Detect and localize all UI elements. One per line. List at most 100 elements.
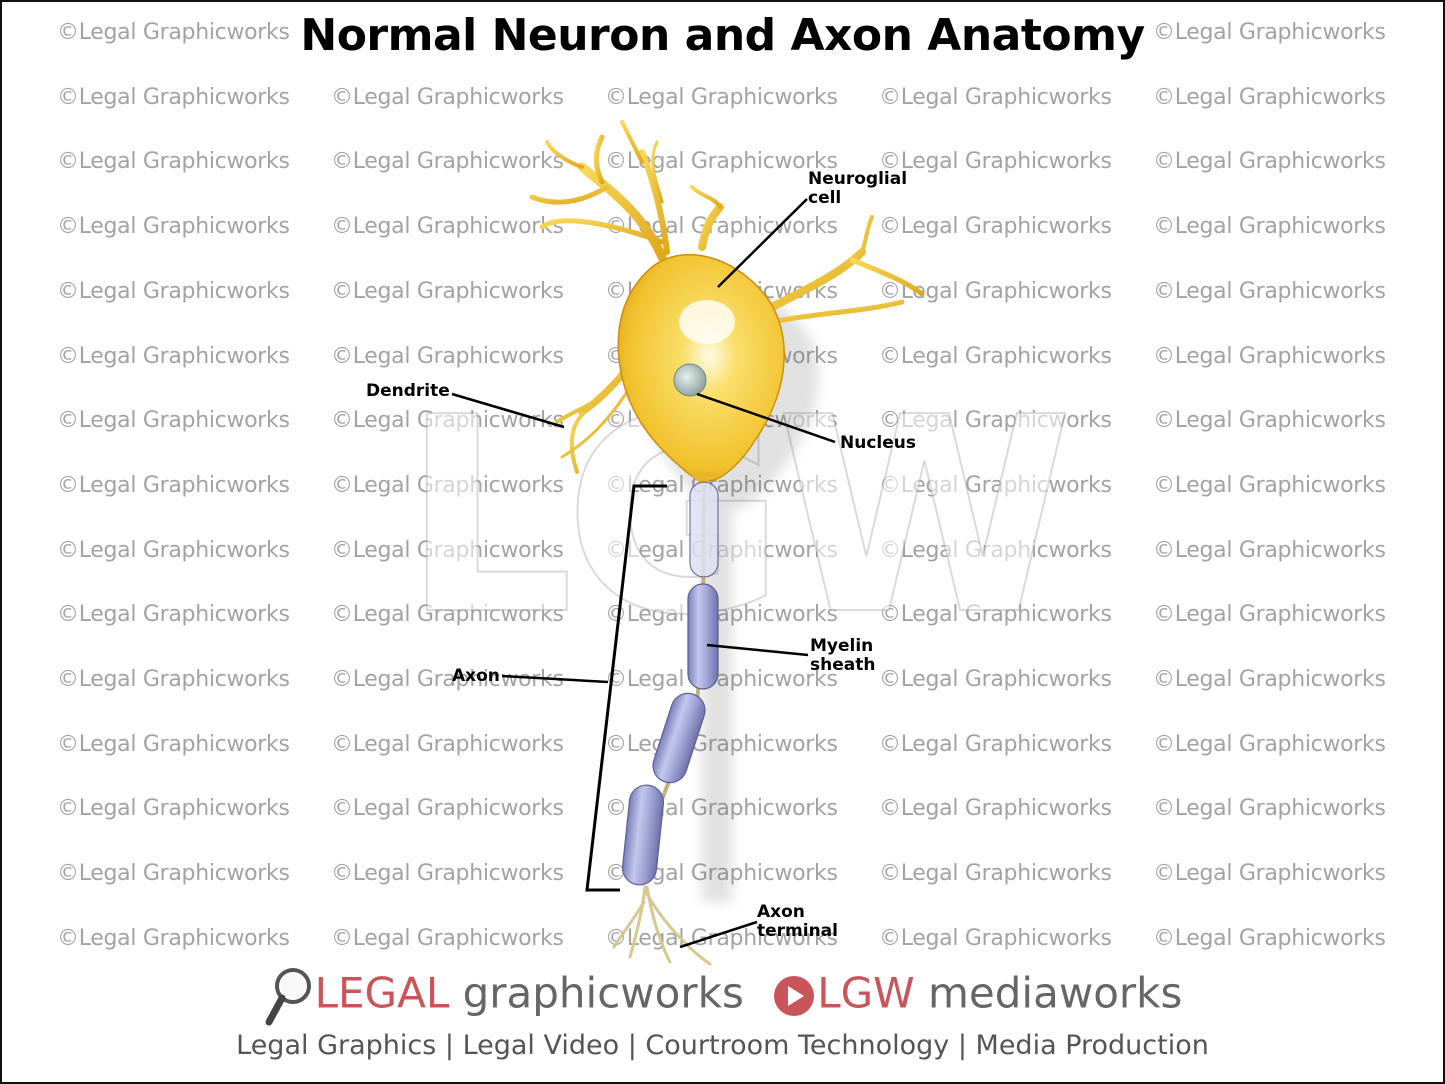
watermark-text: ©Legal Graphicworks: [879, 796, 1112, 822]
watermark-text: ©Legal Graphicworks: [1153, 796, 1386, 822]
neuroglial-leader: [717, 198, 808, 288]
watermark-text: ©Legal Graphicworks: [1153, 408, 1386, 434]
label-myelin-sheath: Myelin sheath: [810, 637, 875, 675]
watermark-text: ©Legal Graphicworks: [57, 408, 290, 434]
axon-hillock: [690, 472, 717, 487]
footer-tagline: Legal Graphics | Legal Video | Courtroom…: [236, 1030, 1209, 1061]
watermark-text: ©Legal Graphicworks: [1153, 925, 1386, 951]
axon-leader: [501, 674, 609, 684]
watermark-text: ©Legal Graphicworks: [1153, 278, 1386, 304]
watermark-text: ©Legal Graphicworks: [331, 602, 564, 628]
label-line: terminal: [757, 921, 838, 941]
axon-bracket: [585, 484, 667, 892]
watermark-text: ©Legal Graphicworks: [57, 667, 290, 692]
label-line: cell: [808, 188, 842, 208]
watermark-text: ©Legal Graphicworks: [879, 214, 1112, 240]
watermark-text: ©Legal Graphicworks: [57, 84, 290, 110]
label-axon: Axon: [452, 666, 500, 686]
label-line: Axon: [757, 902, 805, 922]
label-line: sheath: [810, 655, 876, 675]
watermark-text: ©Legal Graphicworks: [331, 278, 564, 304]
myelin-segment: [652, 692, 706, 784]
watermark-text: ©Legal Graphicworks: [879, 149, 1112, 175]
watermark-text: ©Legal Graphicworks: [57, 149, 290, 175]
brand-mediaworks: mediaworks: [914, 968, 1183, 1018]
watermark-text: ©Legal Graphicworks: [879, 343, 1112, 369]
axon-terminal-branches: [612, 885, 712, 966]
dendrite-leader: [451, 392, 565, 429]
cell-body: [617, 253, 785, 482]
watermark-text: ©Legal Graphicworks: [331, 861, 564, 887]
watermark-text: ©Legal Graphicworks: [879, 408, 1112, 434]
watermark-text: ©Legal Graphicworks: [879, 667, 1112, 692]
watermark-text: ©Legal Graphicworks: [1153, 537, 1386, 563]
brand-lgw: LGW: [817, 968, 915, 1018]
nucleus-leader: [696, 392, 836, 444]
page-title: Normal Neuron and Axon Anatomy: [300, 10, 1145, 61]
watermark-text: ©Legal Graphicworks: [879, 602, 1112, 628]
label-line: Neuroglial: [808, 169, 908, 189]
watermark-text: ©Legal Graphicworks: [331, 472, 564, 498]
watermark-text: ©Legal Graphicworks: [331, 925, 564, 951]
label-dendrite: Dendrite: [366, 381, 450, 401]
leader-lines: [451, 198, 836, 949]
watermark-text: ©Legal Graphicworks: [331, 408, 564, 434]
label-axon-terminal: Axon terminal: [757, 903, 838, 941]
label-nucleus: Nucleus: [840, 433, 916, 453]
watermark-text: ©Legal Graphicworks: [331, 667, 564, 692]
watermark-text: ©Legal Graphicworks: [879, 472, 1112, 498]
watermark-text: ©Legal Graphicworks: [331, 149, 564, 175]
watermark-text: ©Legal Graphicworks: [57, 20, 290, 45]
watermark-text: ©Legal Graphicworks: [1153, 214, 1386, 240]
watermark-text: ©Legal Graphicworks: [879, 84, 1112, 110]
label-neuroglial-cell: Neuroglial cell: [808, 170, 907, 208]
watermark-text: ©Legal Graphicworks: [1153, 667, 1386, 692]
watermark-text: ©Legal Graphicworks: [57, 537, 290, 563]
watermark-text: ©Legal Graphicworks: [57, 343, 290, 369]
watermark-text: ©Legal Graphicworks: [1153, 84, 1386, 110]
cell-highlight: [679, 300, 735, 344]
watermark-text: ©Legal Graphicworks: [1153, 20, 1386, 45]
myelin-segments: [621, 481, 719, 886]
watermark-text: ©Legal Graphicworks: [57, 472, 290, 498]
watermark-text: ©Legal Graphicworks: [57, 214, 290, 240]
myelin-segment: [689, 481, 719, 578]
watermark-text: ©Legal Graphicworks: [1153, 472, 1386, 498]
watermark-text: ©Legal Graphicworks: [57, 602, 290, 628]
watermark-text: ©Legal Graphicworks: [879, 731, 1112, 757]
watermark-text: ©Legal Graphicworks: [57, 861, 290, 887]
myelin-segment: [687, 583, 719, 690]
myelin-leader: [706, 643, 809, 657]
axon-terminal-leader: [679, 920, 758, 949]
watermark-text: ©Legal Graphicworks: [1153, 602, 1386, 628]
nucleus: [673, 363, 707, 397]
watermark-text: ©Legal Graphicworks: [1153, 861, 1386, 887]
watermark-text: ©Legal Graphicworks: [879, 537, 1112, 563]
watermark-text: ©Legal Graphicworks: [57, 731, 290, 757]
magnifier-icon: [265, 968, 311, 1026]
myelin-segment: [621, 784, 665, 886]
watermark-text: ©Legal Graphicworks: [331, 84, 564, 110]
watermark-text: ©Legal Graphicworks: [331, 731, 564, 757]
watermark-text: ©Legal Graphicworks: [331, 537, 564, 563]
watermark-text: ©Legal Graphicworks: [1153, 149, 1386, 175]
watermark-text: ©Legal Graphicworks: [57, 925, 290, 951]
watermark-text: ©Legal Graphicworks: [331, 214, 564, 240]
watermark-text: ©Legal Graphicworks: [57, 796, 290, 822]
watermark-text: ©Legal Graphicworks: [331, 796, 564, 822]
watermark-text: ©Legal Graphicworks: [879, 925, 1112, 951]
footer-brand: LEGAL graphicworks LGW mediaworks: [2, 964, 1443, 1028]
play-icon: [774, 976, 815, 1016]
brand-legal: LEGAL: [314, 968, 450, 1018]
watermark-text: ©Legal Graphicworks: [1153, 343, 1386, 369]
watermark-text: ©Legal Graphicworks: [331, 343, 564, 369]
watermark-text: ©Legal Graphicworks: [1153, 731, 1386, 757]
watermark-text: ©Legal Graphicworks: [605, 925, 838, 951]
label-line: Myelin: [810, 636, 874, 656]
brand-graphicworks: graphicworks: [449, 968, 744, 1018]
watermark-text: ©Legal Graphicworks: [57, 278, 290, 304]
watermark-text: ©Legal Graphicworks: [879, 861, 1112, 887]
watermark-text: ©Legal Graphicworks: [605, 84, 838, 110]
